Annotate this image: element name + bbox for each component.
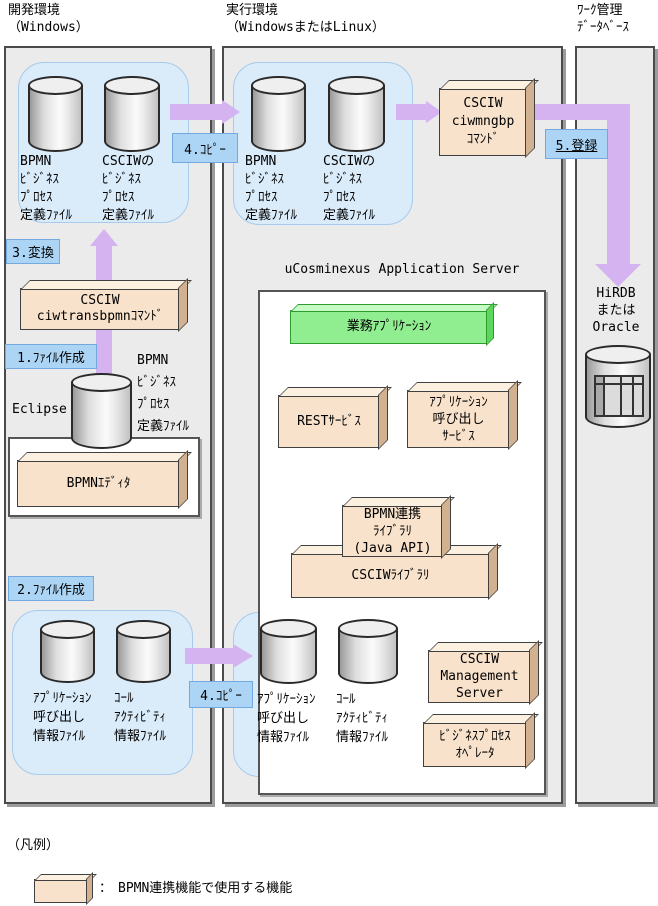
step3-convert-label: 3.変換	[6, 239, 60, 264]
dev-bpmn-definition-file-cylinder	[28, 76, 83, 152]
run-call-activity-info-file-cylinder	[338, 619, 398, 684]
ciwmngbp-command-label: CSCIW ciwmngbp ｺﾏﾝﾄﾞ	[451, 96, 515, 147]
bpmn-editor-box: BPMNｴﾃﾞｨﾀ	[17, 460, 180, 507]
register-arrow-left-icon	[426, 101, 442, 123]
step4-copy-top-label: 4.ｺﾋﾟｰ	[172, 133, 238, 163]
run-call-activity-info-file-label: ｺｰﾙ ｱｸﾃｨﾋﾞﾃｨ 情報ﾌｧｲﾙ	[336, 692, 389, 745]
legend-beige-box	[34, 879, 88, 903]
copy-arrow-top-icon	[222, 100, 240, 124]
convert-arrow-shaft-upper	[96, 245, 112, 288]
eclipse-label: Eclipse	[12, 402, 67, 417]
legend-colon: ：	[99, 881, 113, 896]
legend-description: BPMN連携機能で使用する機能	[118, 881, 293, 896]
step1-create-file-label: 1.ﾌｧｲﾙ作成	[5, 344, 97, 369]
csciw-management-server-box: CSCIW Management Server	[428, 650, 531, 703]
copy-arrow-top-shaft	[170, 104, 222, 120]
bpmn-editor-label: BPMNｴﾃﾞｨﾀ	[66, 475, 131, 491]
runtime-environment-label: 実行環境 （WindowsまたはLinux）	[226, 3, 385, 35]
run-bpmn-definition-file-cylinder	[251, 76, 306, 152]
hirdb-oracle-label: HiRDB または Oracle	[592, 286, 640, 335]
legend-title: （凡例）	[7, 838, 60, 853]
dev-csciw-definition-file-cylinder	[104, 76, 160, 152]
copy-arrow-bottom-shaft	[185, 648, 233, 664]
run-bpmn-definition-file-label: BPMN ﾋﾞｼﾞﾈｽ ﾌﾟﾛｾｽ 定義ﾌｧｲﾙ	[245, 154, 298, 223]
business-process-operator-box: ﾋﾞｼﾞﾈｽﾌﾟﾛｾｽ ｵﾍﾟﾚｰﾀ	[423, 722, 527, 767]
register-arrow-vertical-shaft	[607, 104, 630, 266]
dev-call-activity-info-file-cylinder	[116, 620, 171, 683]
step4-bottom-text: 4.ｺﾋﾟｰ	[200, 689, 242, 704]
business-application-label: 業務ｱﾌﾟﾘｹｰｼｮﾝ	[346, 319, 432, 334]
step4-copy-bottom-label: 4.ｺﾋﾟｰ	[189, 681, 253, 708]
run-csciw-definition-file-label: CSCIWの ﾋﾞｼﾞﾈｽ ﾌﾟﾛｾｽ 定義ﾌｧｲﾙ	[323, 154, 376, 223]
run-csciw-definition-file-cylinder	[328, 76, 385, 152]
database-table-icon	[594, 375, 644, 417]
csciw-management-server-label: CSCIW Management Server	[440, 652, 519, 701]
run-app-call-info-file-cylinder	[260, 619, 317, 684]
app-call-service-box: ｱﾌﾟﾘｹｰｼｮﾝ 呼び出し ｻｰﾋﾞｽ	[407, 390, 510, 448]
register-arrow-horizontal-shaft	[527, 104, 630, 120]
ciwmngbp-command-box: CSCIW ciwmngbp ｺﾏﾝﾄﾞ	[439, 88, 527, 156]
dev-call-activity-info-file-label: ｺｰﾙ ｱｸﾃｨﾋﾞﾃｨ 情報ﾌｧｲﾙ	[114, 691, 167, 744]
run-app-call-info-file-label: ｱﾌﾟﾘｹｰｼｮﾝ 呼び出し 情報ﾌｧｲﾙ	[257, 692, 316, 745]
dev-bpmn-definition-file-label: BPMN ﾋﾞｼﾞﾈｽ ﾌﾟﾛｾｽ 定義ﾌｧｲﾙ	[20, 154, 73, 223]
eclipse-bpmn-file-cylinder	[71, 373, 132, 449]
convert-arrow-up-icon	[90, 229, 118, 246]
step2-create-file-label: 2.ﾌｧｲﾙ作成	[8, 576, 94, 601]
step4-top-text: 4.ｺﾋﾟｰ	[184, 142, 226, 158]
rest-service-box: RESTｻｰﾋﾞｽ	[278, 395, 380, 448]
copy-arrow-bottom-icon	[233, 644, 253, 668]
dev-app-call-info-file-cylinder	[40, 620, 95, 683]
csciw-library-label: CSCIWﾗｲﾌﾞﾗﾘ	[351, 567, 430, 583]
dev-environment-label: 開発環境 （Windows）	[8, 3, 89, 35]
step5-text: 5.登録	[555, 138, 598, 154]
convert-arrow-shaft-lower	[96, 330, 112, 375]
ciwtransbpmn-command-box: CSCIW ciwtransbpmnｺﾏﾝﾄﾞ	[20, 288, 180, 330]
rest-service-label: RESTｻｰﾋﾞｽ	[297, 413, 361, 429]
ciwtransbpmn-command-label: CSCIW ciwtransbpmnｺﾏﾝﾄﾞ	[36, 293, 164, 324]
step5-register-label: 5.登録	[545, 129, 608, 159]
bpmn-library-box: BPMN連携 ﾗｲﾌﾞﾗﾘ (Java API)	[342, 505, 443, 557]
dev-csciw-definition-file-label: CSCIWの ﾋﾞｼﾞﾈｽ ﾌﾟﾛｾｽ 定義ﾌｧｲﾙ	[102, 154, 155, 223]
business-application-box: 業務ｱﾌﾟﾘｹｰｼｮﾝ	[290, 310, 488, 344]
csciw-library-box: CSCIWﾗｲﾌﾞﾗﾘ	[291, 553, 490, 598]
register-arrow-left-shaft	[396, 104, 426, 120]
bpmn-library-label: BPMN連携 ﾗｲﾌﾞﾗﾘ (Java API)	[353, 506, 432, 556]
register-arrow-down-icon	[595, 264, 641, 287]
app-server-title: uCosminexus Application Server	[284, 262, 520, 277]
dev-app-call-info-file-label: ｱﾌﾟﾘｹｰｼｮﾝ 呼び出し 情報ﾌｧｲﾙ	[33, 691, 92, 744]
step2-text: 2.ﾌｧｲﾙ作成	[17, 583, 85, 598]
business-process-operator-label: ﾋﾞｼﾞﾈｽﾌﾟﾛｾｽ ｵﾍﾟﾚｰﾀ	[439, 728, 511, 761]
app-call-service-label: ｱﾌﾟﾘｹｰｼｮﾝ 呼び出し ｻｰﾋﾞｽ	[429, 394, 488, 444]
eclipse-bpmn-file-label: BPMN ﾋﾞｼﾞﾈｽ ﾌﾟﾛｾｽ 定義ﾌｧｲﾙ	[137, 353, 190, 434]
step3-text: 3.変換	[12, 246, 54, 261]
step1-text: 1.ﾌｧｲﾙ作成	[17, 351, 85, 366]
work-database-label: ﾜｰｸ管理 ﾃﾞｰﾀﾍﾞｰｽ	[577, 3, 629, 35]
